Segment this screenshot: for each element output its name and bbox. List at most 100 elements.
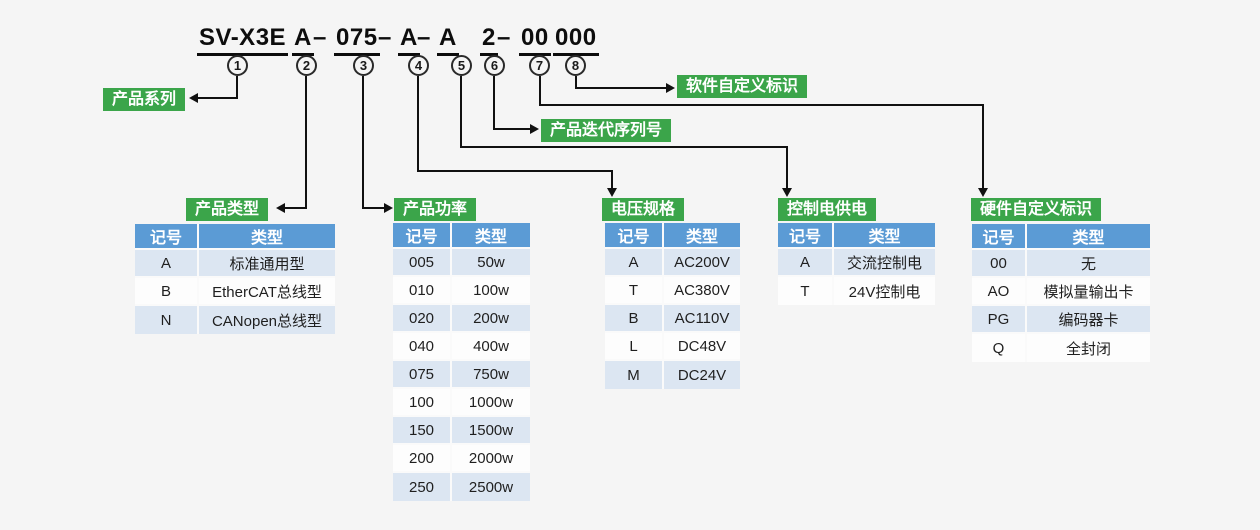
connector-5-vertical [460, 76, 462, 148]
connector-1-horizontal [197, 97, 238, 99]
connector-6-horizontal [493, 128, 530, 130]
arrow-left-icon [189, 93, 198, 103]
arrow-right-icon [666, 83, 675, 93]
callout-6: 6 [484, 55, 505, 76]
type-cell: 编码器卡 [1025, 306, 1150, 334]
connector-7-vertical2 [982, 104, 984, 188]
header-cell: 记号 [605, 223, 662, 249]
model-code-segment-type: A [292, 24, 314, 56]
model-code-segment-software: 00 [519, 24, 551, 56]
type-cell: DC24V [662, 361, 740, 389]
connector-8-vertical [575, 76, 577, 89]
label-product-power: 产品功率 [394, 198, 477, 221]
code-cell: T [605, 277, 662, 305]
type-cell: 模拟量输出卡 [1025, 278, 1150, 306]
code-cell: 00 [972, 250, 1025, 278]
code-cell: A [605, 249, 662, 277]
code-cell: 150 [393, 417, 450, 445]
type-cell: AC200V [662, 249, 740, 277]
type-cell: 50w [450, 249, 530, 277]
model-code-dash: – [497, 24, 511, 51]
type-cell: 100w [450, 277, 530, 305]
callout-3: 3 [353, 55, 374, 76]
connector-7-horizontal [539, 104, 984, 106]
label-iteration-serial: 产品迭代序列号 [541, 119, 672, 142]
callout-8: 8 [565, 55, 586, 76]
header-row: 记号类型 [135, 224, 335, 250]
model-code-segment-power: 075 [334, 24, 380, 56]
connector-5-horizontal [460, 146, 788, 148]
model-code-segment-series: SV-X3E [197, 24, 289, 56]
code-cell: T [778, 277, 832, 305]
type-cell: 全封闭 [1025, 334, 1150, 362]
code-cell: Q [972, 334, 1025, 362]
model-code-segment-control: A [437, 24, 459, 56]
arrow-down-icon [978, 188, 988, 197]
code-cell: 075 [393, 361, 450, 389]
label-product-type: 产品类型 [186, 198, 269, 221]
model-code-segment-iteration: 2 [480, 24, 498, 56]
header-row: 记号类型 [605, 223, 740, 249]
code-cell: N [135, 306, 197, 334]
type-cell: EtherCAT总线型 [197, 278, 335, 306]
connector-7-vertical [539, 76, 541, 106]
connector-2-vertical [305, 76, 307, 209]
header-row: 记号类型 [393, 223, 530, 249]
code-cell: 200 [393, 445, 450, 473]
connector-2-horizontal [284, 207, 307, 209]
code-cell: 020 [393, 305, 450, 333]
connector-4-horizontal [417, 170, 613, 172]
code-cell: 040 [393, 333, 450, 361]
header-cell: 记号 [135, 224, 197, 250]
code-cell: PG [972, 306, 1025, 334]
type-cell: 200w [450, 305, 530, 333]
connector-3-vertical [362, 76, 364, 209]
arrow-down-icon [607, 188, 617, 197]
header-cell: 类型 [662, 223, 740, 249]
type-cell: 400w [450, 333, 530, 361]
label-product-series: 产品系列 [103, 88, 186, 111]
connector-3-horizontal [362, 207, 384, 209]
code-cell: M [605, 361, 662, 389]
connector-8-horizontal [575, 87, 666, 89]
model-code-segment-voltage: A [398, 24, 420, 56]
code-cell: A [135, 250, 197, 278]
label-voltage-spec: 电压规格 [602, 198, 685, 221]
type-cell: 24V控制电 [832, 277, 935, 305]
header-cell: 记号 [778, 223, 832, 249]
type-cell: 1500w [450, 417, 530, 445]
type-cell: AC380V [662, 277, 740, 305]
callout-5: 5 [451, 55, 472, 76]
model-code-dash: – [417, 24, 431, 51]
code-cell: A [778, 249, 832, 277]
connector-4-vertical2 [611, 170, 613, 188]
header-cell: 类型 [832, 223, 935, 249]
connector-4-vertical [417, 76, 419, 172]
callout-7: 7 [529, 55, 550, 76]
label-software-id: 软件自定义标识 [677, 75, 808, 98]
